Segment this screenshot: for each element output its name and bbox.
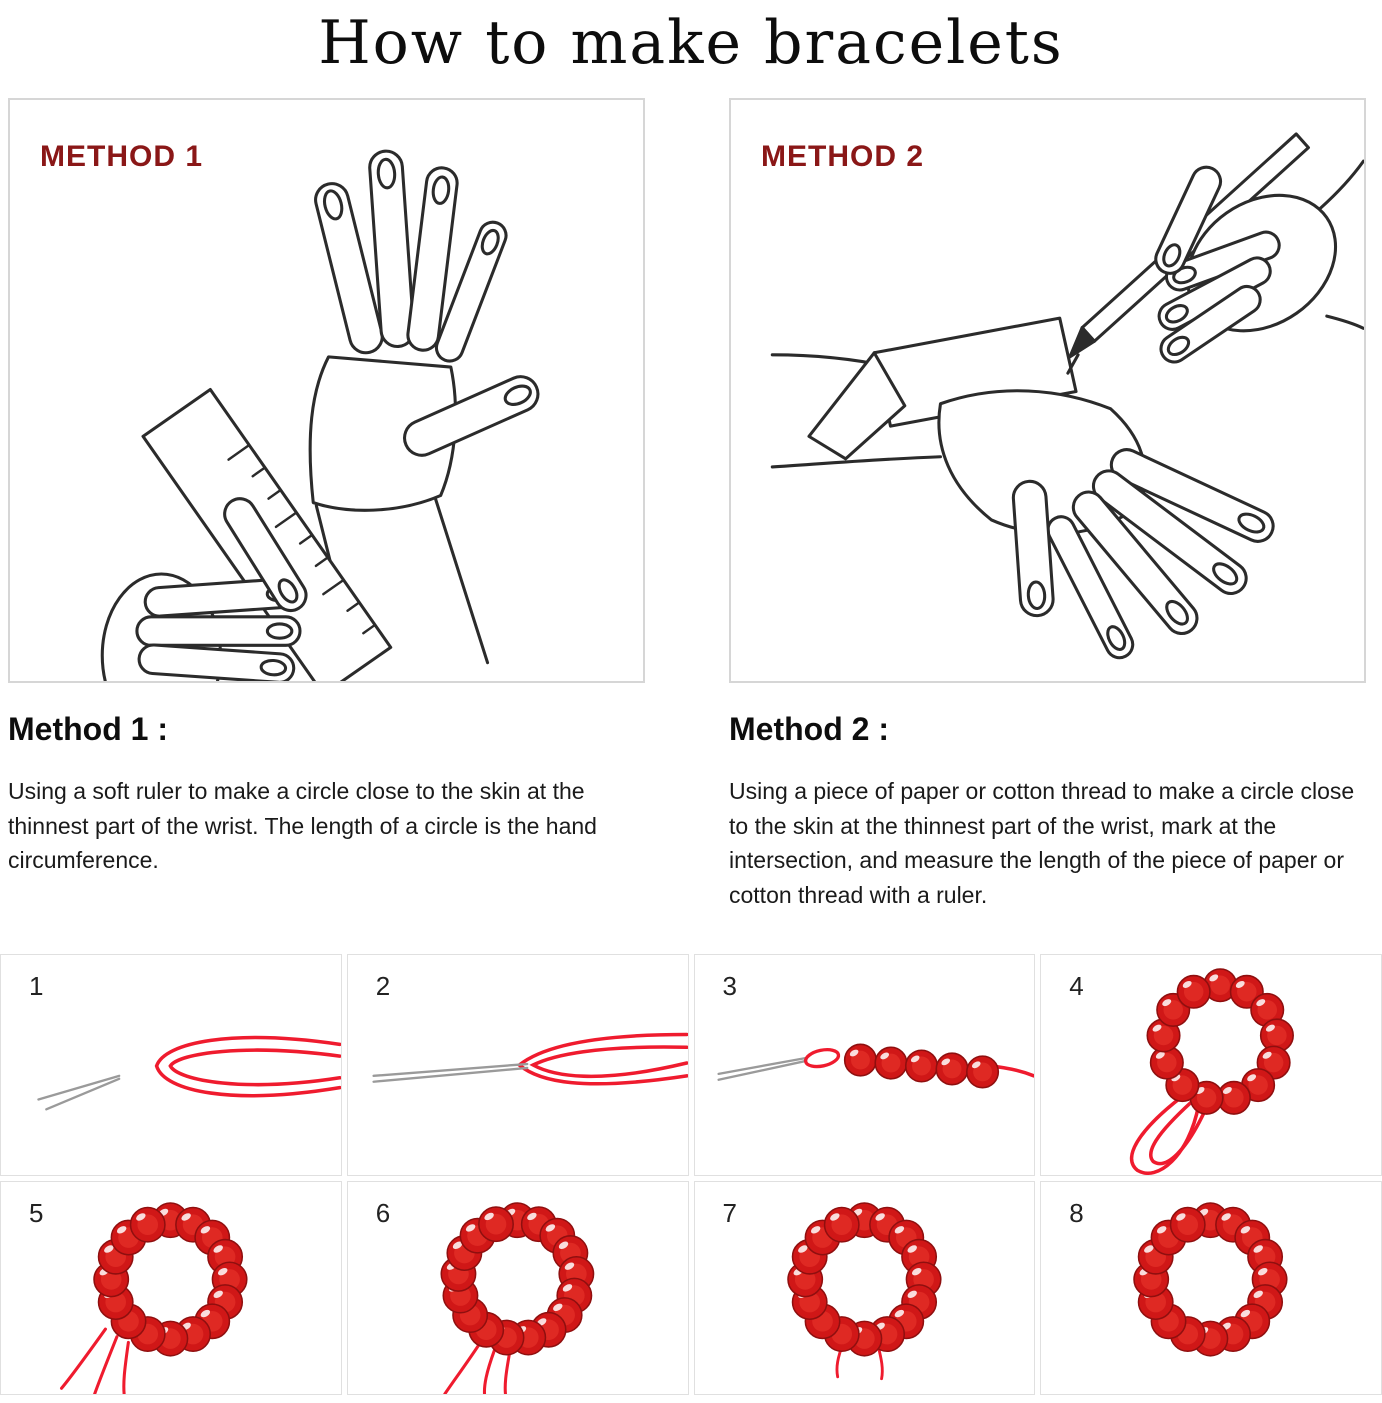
step-cell-6: 6 (346, 1181, 689, 1395)
method2-description-block: Method 2 : Using a piece of paper or cot… (729, 711, 1366, 912)
steps-grid: 1 2 3 4 5 6 7 8 (0, 954, 1382, 1395)
method-descriptions: Method 1 : Using a soft ruler to make a … (8, 711, 1368, 912)
step-number: 1 (29, 971, 44, 1001)
method-panels: METHOD 1 (8, 98, 1368, 683)
step-4-illustration (1130, 968, 1295, 1175)
method1-description-block: Method 1 : Using a soft ruler to make a … (8, 711, 645, 912)
method1-wrist-measure-illustration (100, 149, 540, 681)
step-number: 5 (29, 1198, 44, 1228)
step-number: 4 (1069, 971, 1084, 1001)
step-7-illustration (786, 1202, 942, 1381)
method2-panel: METHOD 2 (729, 98, 1366, 683)
step-cell-1: 1 (0, 954, 342, 1176)
step-6-illustration (440, 1202, 595, 1394)
step-cell-5: 5 (0, 1181, 342, 1395)
step-number: 6 (375, 1198, 391, 1228)
method2-paper-mark-illustration (770, 132, 1364, 660)
instruction-sheet: How to make bracelets METHOD 1 (0, 8, 1382, 1403)
step-3-illustration (716, 1043, 1035, 1089)
step-cell-3: 3 (693, 954, 1036, 1176)
step-cell-2: 2 (346, 954, 689, 1176)
step-1-illustration (37, 1035, 341, 1111)
step-5-illustration (60, 1202, 248, 1394)
step-cell-8: 8 (1040, 1181, 1382, 1395)
method1-text: Using a soft ruler to make a circle clos… (8, 778, 597, 873)
step-number: 8 (1069, 1198, 1084, 1228)
page-title: How to make bracelets (318, 8, 1064, 78)
step-cell-7: 7 (693, 1181, 1036, 1395)
step-2-illustration (372, 1032, 688, 1086)
method1-heading: Method 1 : (8, 711, 168, 747)
method2-badge: METHOD 2 (761, 140, 925, 173)
method2-text: Using a piece of paper or cotton thread … (729, 778, 1355, 908)
method1-badge: METHOD 1 (40, 140, 204, 173)
step-number: 2 (375, 971, 391, 1001)
step-8-illustration (1133, 1202, 1288, 1357)
method1-panel: METHOD 1 (8, 98, 645, 683)
step-cell-4: 4 (1040, 954, 1382, 1176)
method2-heading: Method 2 : (729, 711, 889, 747)
step-number: 3 (722, 971, 737, 1001)
step-number: 7 (722, 1198, 737, 1228)
